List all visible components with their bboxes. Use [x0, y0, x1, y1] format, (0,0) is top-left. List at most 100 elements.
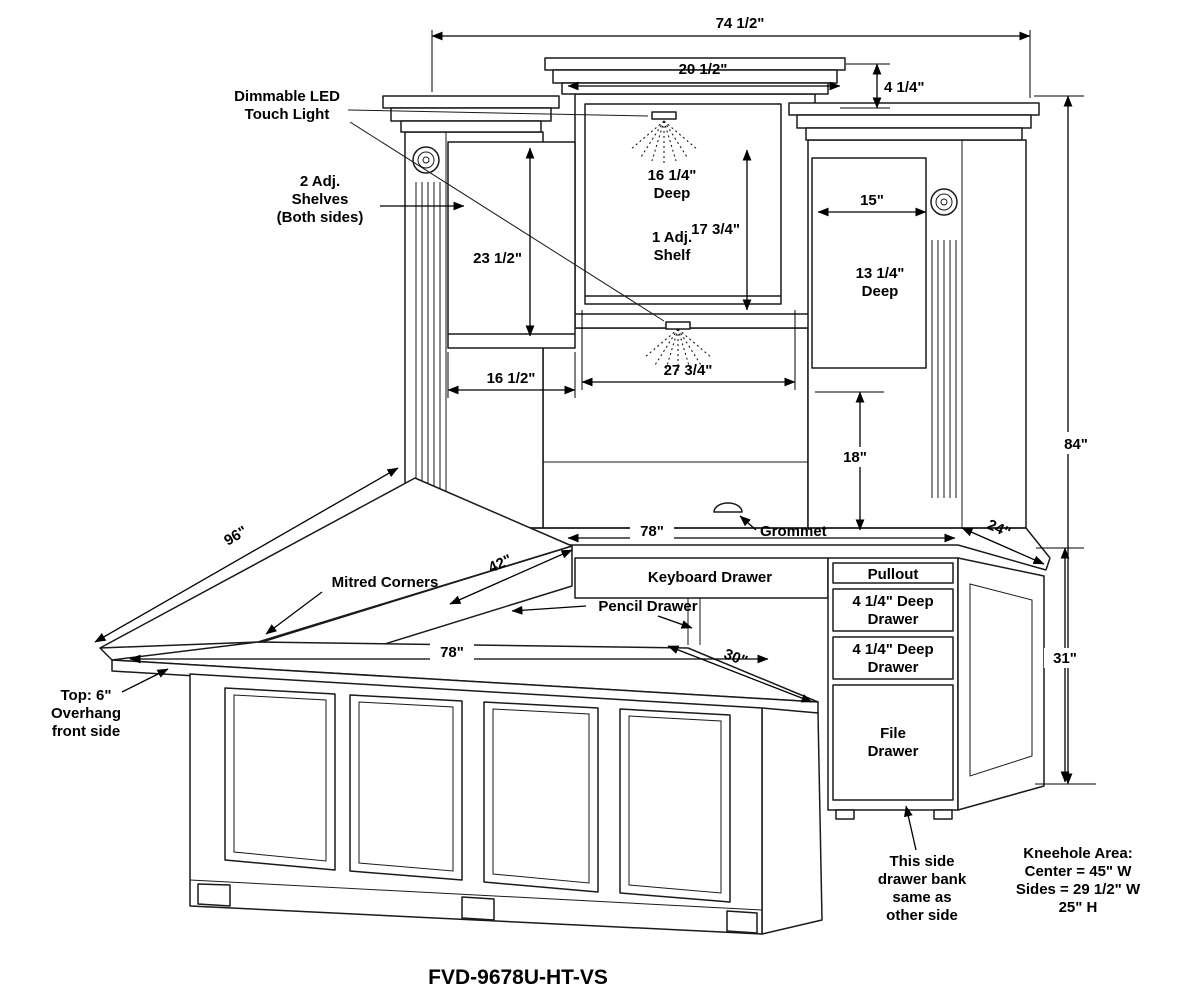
label-hutch-back-height: 18": [843, 449, 867, 466]
label-deep-drawer-1-line2: Drawer: [868, 611, 919, 628]
label-deep-drawer-1: 4 1/4" Deep Drawer: [852, 593, 933, 628]
label-bank-note-line1: This side: [889, 853, 954, 870]
label-led-line2: Touch Light: [245, 106, 330, 123]
led-touch-light-top: [629, 111, 699, 163]
desk-front-panels: [189, 673, 763, 935]
hutch-right-tower: [807, 139, 1027, 529]
label-kneehole-line3: Sides = 29 1/2" W: [1016, 881, 1141, 898]
label-deep-drawer-2-line1: 4 1/4" Deep: [852, 641, 933, 658]
label-left-opening-height: 23 1/2": [473, 250, 522, 267]
label-left-opening-width: 16 1/2": [487, 370, 536, 387]
dim-hutch-back-height: 18": [815, 391, 884, 531]
label-adj-shelf: 1 Adj. Shelf: [652, 229, 692, 264]
hutch-left-crown: [382, 95, 560, 133]
label-adj-shelf-line2: Shelf: [654, 247, 692, 264]
label-overall-width: 74 1/2": [716, 15, 765, 32]
hutch-center-section: [574, 93, 816, 329]
foot-middle: [461, 896, 495, 921]
dim-desk-front-width: 78": [129, 642, 769, 664]
label-desk-front-width: 78": [440, 644, 464, 661]
annotations: Dimmable LED Touch Light 2 Adj. Shelves …: [51, 88, 1141, 989]
pullout-front: [832, 562, 954, 584]
plinth-line: [189, 879, 763, 911]
model-number-title: FVD-9678U-HT-VS: [428, 966, 608, 989]
label-overhang-line3: front side: [52, 723, 120, 740]
rosette-right: [930, 188, 958, 216]
label-grommet: Grommet: [760, 523, 827, 540]
label-file-drawer: File Drawer: [868, 725, 919, 760]
hutch-back-panel: [542, 327, 809, 529]
raised-panel-1: [224, 687, 336, 871]
label-right-opening-width: 15": [860, 192, 884, 209]
hutch: [347, 57, 1040, 529]
fluted-pilaster-right: [931, 240, 957, 498]
foot-right: [726, 910, 758, 934]
dim-overall-width: 74 1/2": [431, 15, 1031, 98]
label-file-drawer-line1: File: [880, 725, 906, 742]
label-deep-drawer-2: 4 1/4" Deep Drawer: [852, 641, 933, 676]
label-center-top-width: 20 1/2": [679, 61, 728, 78]
label-right-depth-line2: Deep: [862, 283, 899, 300]
raised-panel-3: [483, 701, 599, 893]
right-shelf-opening: [811, 157, 927, 369]
label-kneehole-line4: 25" H: [1059, 899, 1098, 916]
dimensions: 74 1/2" 20 1/2" 4 1/4" 84" 23 1/2" 17 3/…: [94, 15, 1096, 785]
file-drawer-front: [832, 684, 954, 801]
label-center-opening-height: 17 3/4": [691, 221, 740, 238]
label-shelves-line2: Shelves: [292, 191, 349, 208]
hutch-left-tower: [404, 131, 576, 529]
raised-panel-2: [349, 694, 463, 881]
dim-desktop-width: 78": [567, 521, 956, 543]
label-right-depth-line1: 13 1/4": [856, 265, 905, 282]
pedestal-side-panel: [957, 557, 1045, 811]
callout-adj-shelves: 2 Adj. Shelves (Both sides): [277, 173, 465, 226]
callout-pencil-drawer: Pencil Drawer: [511, 598, 698, 629]
dim-center-top-width: 20 1/2": [567, 61, 841, 91]
label-overhang-line1: Top: 6": [61, 687, 112, 704]
led-leader-bottom: [349, 121, 665, 322]
label-bank-note-line4: other side: [886, 907, 958, 924]
label-adj-shelf-line1: 1 Adj.: [652, 229, 692, 246]
hutch-right-crown: [788, 102, 1040, 141]
label-bank-note-line2: drawer bank: [878, 871, 967, 888]
callout-grommet: Grommet: [739, 515, 827, 540]
label-overall-height: 84": [1064, 436, 1088, 453]
callout-drawer-bank-note: This side drawer bank same as other side: [878, 805, 967, 924]
rosette-left: [412, 146, 440, 174]
label-shelves-line3: (Both sides): [277, 209, 364, 226]
label-shelves-line1: 2 Adj.: [300, 173, 340, 190]
foot-left: [197, 883, 231, 907]
desk-right-end-panel: [761, 707, 823, 935]
label-center-depth-line2: Deep: [654, 185, 691, 202]
label-kneehole-line2: Center = 45" W: [1025, 863, 1133, 880]
label-center-depth: 16 1/4" Deep: [648, 167, 697, 202]
callout-led-light: Dimmable LED Touch Light: [234, 88, 340, 123]
desk: [99, 477, 1051, 935]
label-overhang-line2: Overhang: [51, 705, 121, 722]
dim-left-opening-width: 16 1/2": [447, 352, 576, 398]
grommet-hole: [713, 502, 743, 513]
left-shelf-opening: [447, 141, 576, 349]
label-mitred-corners: Mitred Corners: [332, 574, 439, 591]
label-right-depth: 13 1/4" Deep: [856, 265, 905, 300]
label-keyboard-drawer: Keyboard Drawer: [648, 569, 772, 586]
dim-center-opening-height: 17 3/4": [691, 149, 752, 311]
label-center-top-height: 4 1/4": [884, 79, 924, 96]
led-touch-light-bottom: [643, 321, 713, 371]
deep-drawer-1-front: [832, 588, 954, 632]
label-center-depth-line1: 16 1/4": [648, 167, 697, 184]
label-deep-drawer-2-line2: Drawer: [868, 659, 919, 676]
keyboard-drawer-apron: [574, 557, 829, 645]
label-file-drawer-line2: Drawer: [868, 743, 919, 760]
label-desk-height: 31": [1053, 650, 1077, 667]
raised-panel-4: [619, 708, 731, 903]
dim-center-opening-width: 27 3/4": [581, 310, 796, 390]
dim-desk-height: 31": [1036, 547, 1086, 783]
label-led-line1: Dimmable LED: [234, 88, 340, 105]
callout-mitred-corners: Mitred Corners: [265, 574, 439, 635]
label-desktop-width: 78": [640, 523, 664, 540]
led-leader-top: [347, 109, 649, 117]
label-pencil-drawer: Pencil Drawer: [598, 598, 697, 615]
